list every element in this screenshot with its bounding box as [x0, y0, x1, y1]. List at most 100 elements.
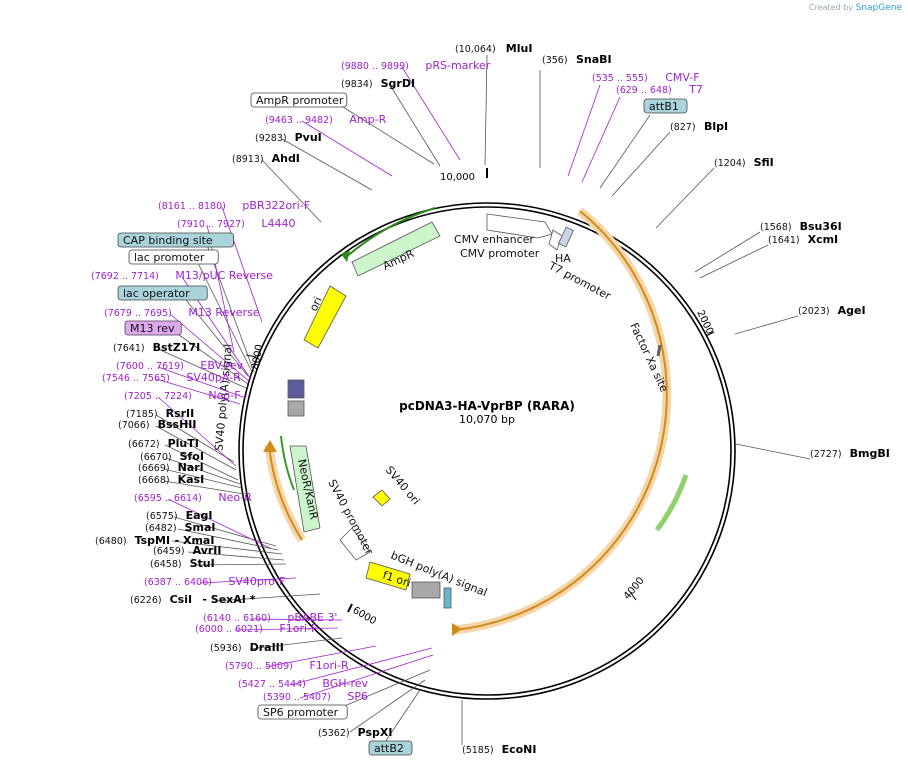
label-position: (6575) — [146, 511, 178, 522]
leader-sgrdi — [389, 84, 441, 167]
label-cmv-f[interactable]: (535 .. 555)CMV-F — [592, 71, 700, 84]
label-bsshii[interactable]: (7066)BssHII — [118, 418, 196, 431]
label-name: MluI — [506, 42, 533, 55]
label-pbr322ori-f[interactable]: (8161 .. 8180)pBR322ori-F — [158, 199, 310, 212]
label-extra: - XmaI — [175, 534, 215, 547]
label-rsrii[interactable]: (7185)RsrII — [126, 407, 194, 420]
label-position: (9880 .. 9899) — [341, 61, 409, 72]
leader-pspxi — [349, 679, 426, 733]
label-ampr-promoter[interactable]: AmpR promoter — [250, 92, 348, 108]
label-position: (6595 .. 6614) — [134, 493, 202, 504]
label-position: (5362) — [318, 728, 350, 739]
label-name: BssHII — [158, 418, 197, 431]
label-m13-puc-reverse[interactable]: (7692 .. 7714)M13/pUC Reverse — [91, 269, 273, 282]
label-agei[interactable]: (2023)AgeI — [798, 304, 866, 317]
label-bsu36i[interactable]: (1568)Bsu36I — [760, 220, 842, 233]
label-nari[interactable]: (6669)NarI — [138, 461, 204, 474]
label-snabi[interactable]: (356)SnaBI — [542, 53, 612, 66]
label-prs-marker[interactable]: (9880 .. 9899)pRS-marker — [341, 59, 491, 72]
leader-bsshii — [155, 425, 237, 471]
label-neo-r[interactable]: (6595 .. 6614)Neo-R — [134, 491, 252, 504]
label-f1ori-r[interactable]: (5790 .. 5809)F1ori-R — [225, 659, 349, 672]
feature-label-cmv-promoter: CMV promoter — [460, 247, 540, 260]
leader-rsrii — [155, 414, 235, 463]
label-xcmi[interactable]: (1641)XcmI — [768, 233, 838, 246]
leader-bgh-rev — [289, 647, 433, 686]
label-bstz17i[interactable]: (7641)BstZ17I — [113, 341, 200, 354]
leader-stui — [194, 563, 287, 566]
label-name: CAP binding site — [123, 234, 213, 247]
label-box — [257, 704, 348, 720]
label-m13-rev[interactable]: M13 rev — [124, 320, 182, 336]
inner-features — [287, 213, 662, 609]
leader-cmv-f — [567, 84, 601, 177]
label-box — [368, 740, 413, 756]
label-m13-reverse[interactable]: (7679 .. 7695)M13 Reverse — [104, 306, 260, 319]
label-tspmi[interactable]: (6480) TspMI - XmaI — [95, 534, 214, 547]
label-name: BGH-rev — [322, 677, 368, 690]
label-l4440[interactable]: (7910 .. 7927)L4440 — [177, 217, 296, 230]
label-pvui[interactable]: (9283)PvuI — [255, 131, 322, 144]
leader-amp-r — [301, 120, 393, 177]
label-f1ori-f[interactable]: (6000 .. 6021)F1ori-F — [195, 622, 317, 635]
label-t7[interactable]: (629 .. 648)T7 — [616, 83, 703, 96]
label-sfii[interactable]: (1204)SfiI — [714, 156, 774, 169]
label-ebv-rev[interactable]: (7600 .. 7619)EBV-rev — [116, 359, 243, 372]
label-blpi[interactable]: (827)BlpI — [670, 120, 728, 133]
label-lac-operator[interactable]: lac operator — [117, 285, 208, 301]
label-position: (535 .. 555) — [592, 73, 648, 84]
leader-lac-promoter — [195, 258, 253, 373]
label-name: AhdI — [272, 152, 300, 165]
label-attb1[interactable]: attB1 — [643, 98, 688, 114]
label-position: (10,064) — [455, 44, 496, 55]
label-name: Neo-F — [208, 389, 240, 402]
sv40-polya-block — [287, 379, 305, 399]
label-pluti[interactable]: (6672)PluTI — [128, 437, 199, 450]
label-sp6[interactable]: (5390 .. 5407)SP6 — [263, 690, 368, 703]
label-name: L4440 — [261, 217, 295, 230]
label-position: (1568) — [760, 222, 792, 233]
label-econi[interactable]: (5185)EcoNI — [462, 743, 536, 756]
label-sgrdi[interactable]: (9834)SgrDI — [341, 77, 415, 90]
label-pspxi[interactable]: (5362)PspXI — [318, 726, 392, 739]
label-name: CsiI — [170, 593, 192, 606]
label-kasi[interactable]: (6668)KasI — [138, 473, 204, 486]
label-draiii[interactable]: (5936)DraIII — [210, 641, 284, 654]
label-name: attB2 — [374, 742, 404, 755]
label-attb2[interactable]: attB2 — [368, 740, 413, 756]
label-sv40pro-f[interactable]: (6387 .. 6406)SV40pro-F — [144, 575, 285, 588]
label-name: pBR322ori-F — [242, 199, 310, 212]
label-name: SgrDI — [381, 77, 415, 90]
leader-nari — [163, 468, 243, 489]
label-name: lac promoter — [134, 251, 205, 264]
label-pbabe-3-[interactable]: (6140 .. 6160)pBABE 3' — [203, 611, 337, 624]
label-name: DraIII — [250, 641, 284, 654]
label-neo-f[interactable]: (7205 .. 7224)Neo-F — [124, 389, 241, 402]
label-sp6-promoter[interactable]: SP6 promoter — [257, 704, 348, 720]
label-name: T7 — [688, 83, 703, 96]
label-name: TspMI — [135, 534, 171, 547]
label-stui[interactable]: (6458)StuI — [150, 557, 215, 570]
label-mlui[interactable]: (10,064) MluI — [455, 42, 532, 55]
label-ahdi[interactable]: (8913)AhdI — [232, 152, 300, 165]
label-lac-promoter[interactable]: lac promoter — [128, 249, 219, 265]
label-cap-binding-site[interactable]: CAP binding site — [117, 232, 234, 248]
label-sv40pa-r[interactable]: (7546 .. 7565)SV40pA-R — [102, 371, 241, 384]
label-bgh-rev[interactable]: (5427 .. 5444)BGH-rev — [238, 677, 369, 690]
leader-lac-operator — [181, 294, 249, 377]
label-sfoi[interactable]: (6670)SfoI — [140, 450, 204, 463]
label-position: (7546 .. 7565) — [102, 373, 170, 384]
tick-2000: 2000 — [694, 309, 715, 337]
label-avrii[interactable]: (6459)AvrII — [153, 544, 222, 557]
label-csii[interactable]: (6226)CsiI- SexAI * — [130, 593, 256, 606]
label-name: AmpR promoter — [256, 94, 344, 107]
label-bmgbi[interactable]: (2727)BmgBI — [810, 447, 890, 460]
label-name: F1ori-R — [309, 659, 349, 672]
label-position: (6480) — [95, 536, 127, 547]
label-amp-r[interactable]: (9463 .. 9482)Amp-R — [265, 113, 387, 126]
tick-8000: 8000 — [250, 344, 265, 371]
label-box — [643, 98, 688, 114]
label-smai[interactable]: (6482)SmaI — [145, 521, 216, 534]
label-position: (5185) — [462, 745, 494, 756]
label-eagi[interactable]: (6575)EagI — [146, 509, 213, 522]
